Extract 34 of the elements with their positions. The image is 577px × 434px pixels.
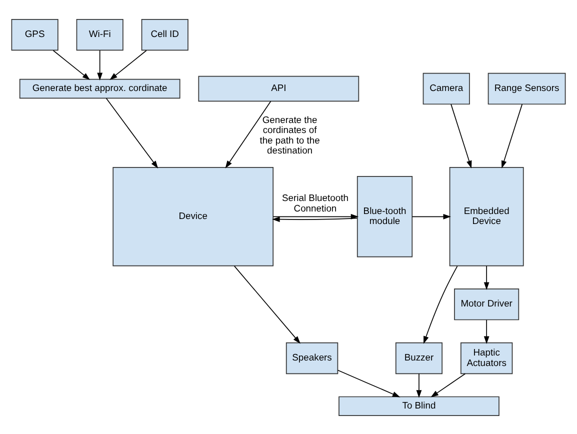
edge-label: Serial Bluetooth Connetion xyxy=(282,192,348,213)
arrow xyxy=(272,216,358,222)
node-box: API xyxy=(198,75,360,102)
node-box: Camera xyxy=(422,72,470,104)
arrow xyxy=(416,372,422,398)
node-box: Wi-Fi xyxy=(76,18,124,50)
arrow xyxy=(501,103,523,168)
edge-label: Generate the cordinates of the path to the destination xyxy=(260,113,320,156)
arrow xyxy=(110,50,147,80)
arrow xyxy=(484,265,490,290)
node-box: Haptic Actuators xyxy=(460,342,513,374)
arrow xyxy=(338,369,400,397)
node-box: Motor Driver xyxy=(454,288,520,320)
node-box: GPS xyxy=(11,18,58,50)
node-box: Buzzer xyxy=(395,342,443,374)
arrow xyxy=(484,319,490,344)
node-box: Device xyxy=(112,166,274,266)
node-box: Blue-tooth module xyxy=(356,176,413,257)
arrow xyxy=(97,50,103,80)
arrow xyxy=(234,265,300,344)
node-box: Generate best approx. cordinate xyxy=(19,78,180,98)
arrow xyxy=(424,265,458,344)
arrow xyxy=(272,213,359,219)
node-box: To Blind xyxy=(338,396,500,416)
node-box: Range Sensors xyxy=(488,72,566,104)
node-box: Cell ID xyxy=(141,18,188,50)
node-box: Embedded Device xyxy=(449,166,524,266)
arrow xyxy=(106,97,158,168)
arrow xyxy=(225,100,272,168)
arrow xyxy=(450,103,472,168)
arrow xyxy=(430,372,466,397)
arrow xyxy=(52,50,90,80)
node-box: Speakers xyxy=(286,342,338,374)
arrow xyxy=(412,213,451,219)
